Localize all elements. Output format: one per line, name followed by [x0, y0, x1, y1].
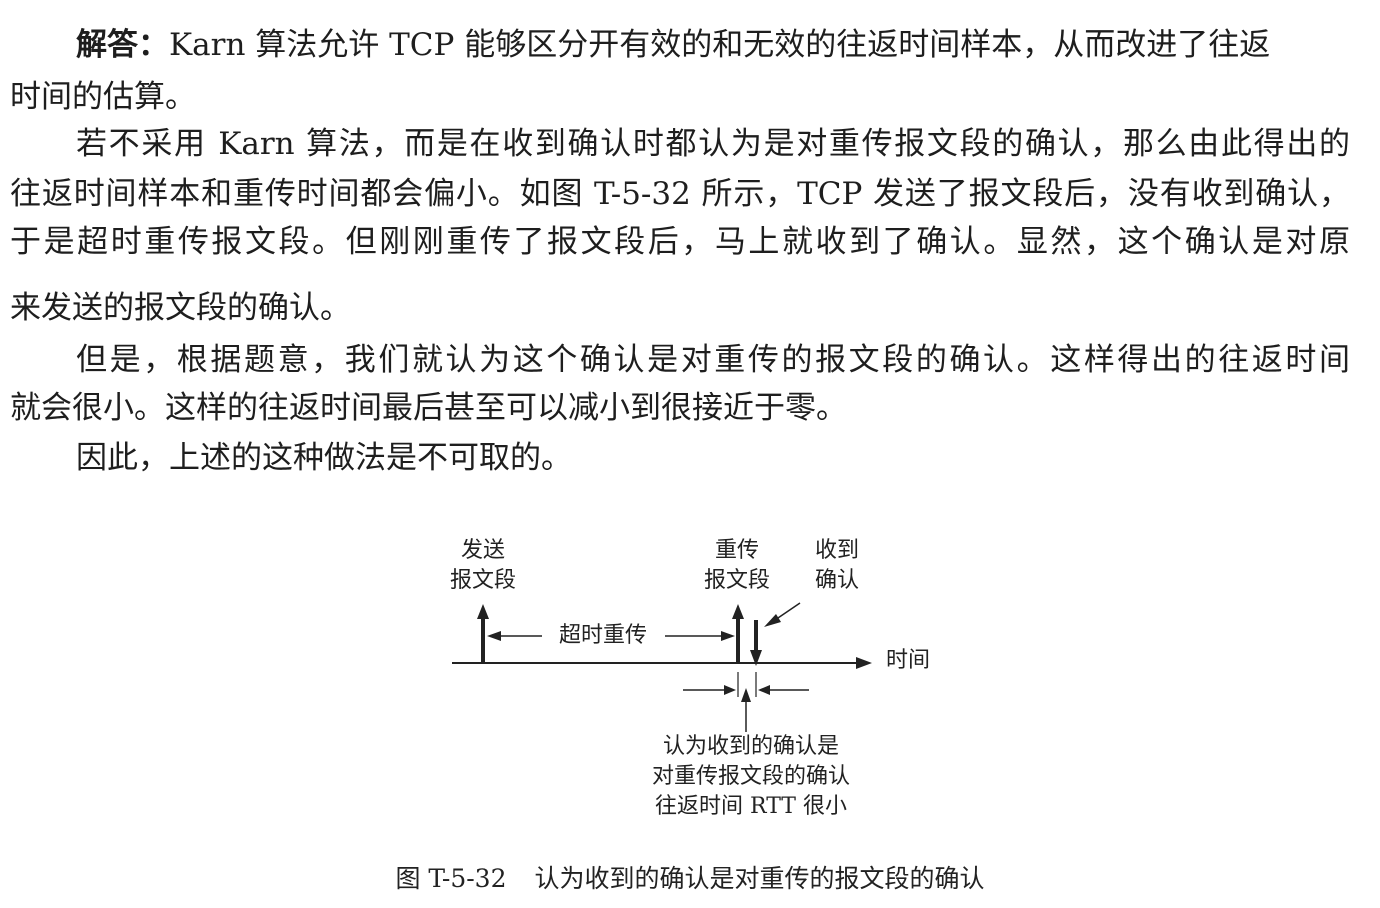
- resend-arrow-head: [732, 604, 744, 619]
- note-line-3: 往返时间 RTT 很小: [655, 794, 847, 819]
- answer-line: 若不采用 Karn 算法，而是在收到确认时都认为是对重传报文段的确认，那么由此得…: [76, 126, 1350, 162]
- send-label-2: 报文段: [449, 568, 516, 593]
- time-axis-arrowhead: [856, 657, 872, 669]
- figure-caption: 图 T-5-32 认为收到的确认是对重传的报文段的确认: [0, 862, 1380, 896]
- caption-text: 认为收到的确认是对重传的报文段的确认: [534, 864, 985, 893]
- timeout-right-head: [721, 631, 735, 641]
- caption-number: 图 T-5-32: [395, 864, 507, 893]
- resend-label-1: 重传: [714, 538, 759, 563]
- answer-line: 时间的估算。: [10, 79, 196, 115]
- answer-lead: 解答：: [76, 27, 169, 63]
- ack-pointer-head: [764, 614, 781, 627]
- answer-line: 因此，上述的这种做法是不可取的。: [76, 440, 572, 476]
- send-arrow-head: [477, 604, 489, 619]
- ack-label-2: 确认: [814, 568, 859, 593]
- timeout-left-head: [487, 631, 501, 641]
- note-pointer-head: [741, 688, 751, 702]
- answer-text: Karn 算法允许 TCP 能够区分开有效的和无效的往返时间样本，从而改进了往返: [169, 27, 1271, 63]
- timeout-label: 超时重传: [548, 621, 658, 651]
- answer-line: 解答：Karn 算法允许 TCP 能够区分开有效的和无效的往返时间样本，从而改进…: [76, 25, 1350, 65]
- note-line-2: 对重传报文段的确认: [651, 764, 850, 789]
- send-label-1: 发送: [460, 538, 505, 563]
- answer-line: 来发送的报文段的确认。: [10, 290, 351, 326]
- time-axis-label: 时间: [885, 648, 930, 673]
- note-line-1: 认为收到的确认是: [662, 734, 839, 759]
- ack-label-1: 收到: [814, 538, 859, 563]
- answer-line: 于是超时重传报文段。但刚刚重传了报文段后，马上就收到了确认。显然，这个确认是对原: [10, 224, 1350, 260]
- answer-line: 往返时间样本和重传时间都会偏小。如图 T-5-32 所示，TCP 发送了报文段后…: [10, 176, 1350, 212]
- resend-label-2: 报文段: [703, 568, 770, 593]
- interval-right-head: [758, 685, 770, 695]
- answer-line: 就会很小。这样的往返时间最后甚至可以减小到很接近于零。: [10, 390, 847, 426]
- ack-pointer-line: [774, 602, 801, 621]
- ack-arrow-head: [750, 650, 762, 666]
- interval-left-head: [724, 685, 736, 695]
- answer-line: 但是，根据题意，我们就认为这个确认是对重传的报文段的确认。这样得出的往返时间: [76, 342, 1350, 378]
